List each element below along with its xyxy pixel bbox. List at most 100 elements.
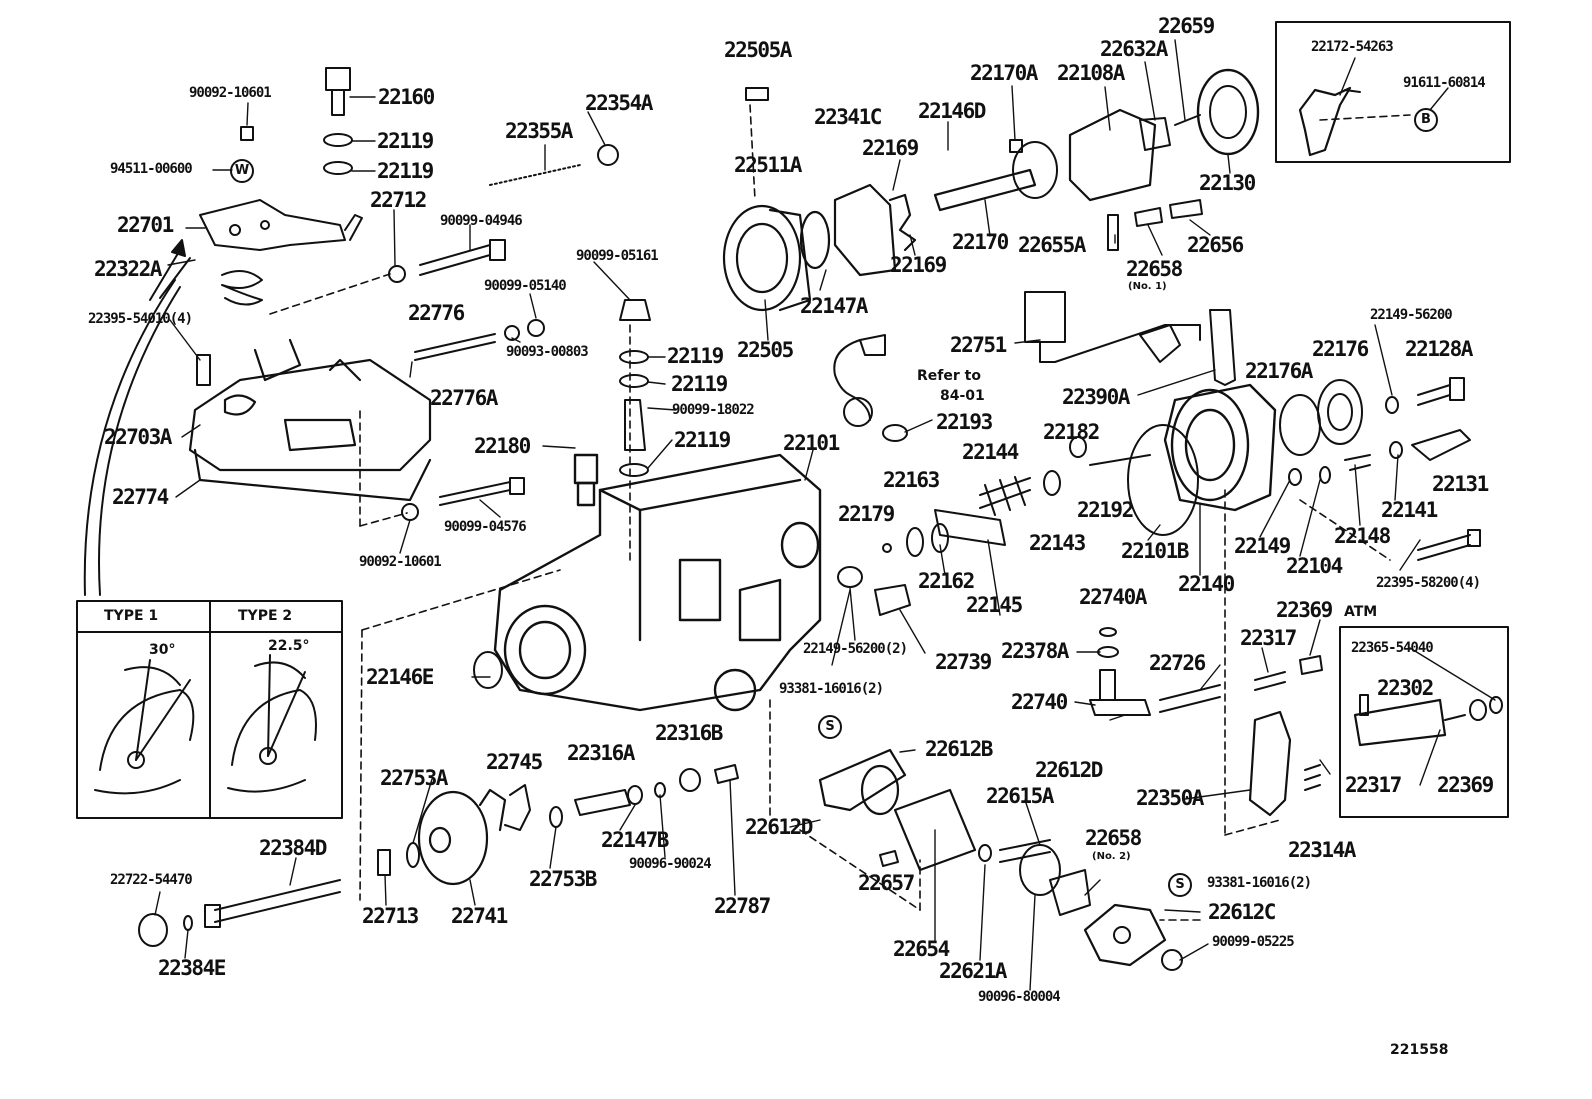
part-label: 22745 <box>486 750 543 774</box>
part-label: 22632A <box>1100 37 1168 61</box>
part-label: 22101B <box>1121 539 1189 563</box>
part-label: 22787 <box>714 894 771 918</box>
part-label: 22712 <box>370 188 427 212</box>
part-label: 22505 <box>737 338 794 362</box>
part-label: 22176 <box>1312 337 1369 361</box>
part-label: 22145 <box>966 593 1023 617</box>
refer-note-page: 84-01 <box>940 388 985 404</box>
part-label: 22146D <box>918 99 986 123</box>
small-part-label: 93381-16016(2) <box>779 681 884 697</box>
part-label: 22146E <box>366 665 434 689</box>
small-part-label: 90099-04946 <box>440 213 523 229</box>
part-label: 22753B <box>529 867 597 891</box>
small-part-label: 90096-80004 <box>978 989 1061 1005</box>
part-label: 22317 <box>1240 626 1297 650</box>
part-label: 22751 <box>950 333 1007 357</box>
part-label: 22741 <box>451 904 508 928</box>
small-part-label: 22395-58200(4) <box>1376 575 1481 591</box>
part-label: 22621A <box>939 959 1007 983</box>
type-1-label: TYPE 1 <box>104 608 159 624</box>
part-label: 22740 <box>1011 690 1068 714</box>
inset-frame-atm <box>1339 626 1509 818</box>
part-label: 22131 <box>1432 472 1489 496</box>
part-subnote: (No. 2) <box>1092 851 1131 862</box>
circled-letter-s-icon: S <box>1168 873 1192 897</box>
part-label: 22149 <box>1234 534 1291 558</box>
small-part-label: 90099-18022 <box>672 402 755 418</box>
small-part-label: 93381-16016(2) <box>1207 875 1312 891</box>
part-subnote: (No. 1) <box>1128 281 1167 292</box>
part-label: 22740A <box>1079 585 1147 609</box>
part-label: 22739 <box>935 650 992 674</box>
part-label: 22101 <box>783 431 840 455</box>
part-label: 22119 <box>674 428 731 452</box>
part-label: 22160 <box>378 85 435 109</box>
part-label: 22316B <box>655 721 723 745</box>
small-part-label: 22172-54263 <box>1311 39 1394 55</box>
part-label: 22147A <box>800 294 868 318</box>
part-label: 22369 <box>1276 598 1333 622</box>
part-label: 22169 <box>862 136 919 160</box>
part-label: 22302 <box>1377 676 1434 700</box>
part-label: 22170A <box>970 61 1038 85</box>
small-part-label: 94511-00600 <box>110 161 193 177</box>
angle-label: 22.5° <box>268 638 310 654</box>
part-label: 22726 <box>1149 651 1206 675</box>
part-label: 22119 <box>377 129 434 153</box>
small-part-label: 90092-10601 <box>189 85 272 101</box>
part-label: 22658 <box>1126 257 1183 281</box>
part-label: 22192 <box>1077 498 1134 522</box>
angle-label: 30° <box>149 642 176 658</box>
part-label: 22143 <box>1029 531 1086 555</box>
part-label: 22180 <box>474 434 531 458</box>
refer-note: Refer to <box>917 368 981 384</box>
part-label: 22141 <box>1381 498 1438 522</box>
small-part-label: 90099-04576 <box>444 519 527 535</box>
part-label: 22148 <box>1334 524 1391 548</box>
figure-number: 221558 <box>1390 1042 1449 1058</box>
circled-letter-w-icon: W <box>230 159 254 183</box>
part-label: 22612D <box>745 815 813 839</box>
part-label: 22193 <box>936 410 993 434</box>
part-label: 22179 <box>838 502 895 526</box>
type-2-label: TYPE 2 <box>238 608 293 624</box>
part-label: 22658 <box>1085 826 1142 850</box>
part-label: 22108A <box>1057 61 1125 85</box>
part-label: 22350A <box>1136 786 1204 810</box>
part-label: 22390A <box>1062 385 1130 409</box>
part-label: 22128A <box>1405 337 1473 361</box>
part-label: 22511A <box>734 153 802 177</box>
part-label: 22355A <box>505 119 573 143</box>
part-label: 22378A <box>1001 639 1069 663</box>
part-label: 22656 <box>1187 233 1244 257</box>
part-label: 22314A <box>1288 838 1356 862</box>
small-part-label: 90093-00803 <box>506 344 589 360</box>
small-part-label: 90099-05225 <box>1212 934 1295 950</box>
part-label: 22162 <box>918 569 975 593</box>
part-label: 22384E <box>158 956 226 980</box>
small-part-label: 90092-10601 <box>359 554 442 570</box>
part-label: 22776A <box>430 386 498 410</box>
small-part-label: 22395-54010(4) <box>88 311 193 327</box>
part-label: 22144 <box>962 440 1019 464</box>
part-label: 22615A <box>986 784 1054 808</box>
atm-label: ATM <box>1344 604 1378 620</box>
part-label: 22119 <box>377 159 434 183</box>
part-label: 22655A <box>1018 233 1086 257</box>
part-label: 22104 <box>1286 554 1343 578</box>
circled-letter-s-icon: S <box>818 715 842 739</box>
part-label: 22170 <box>952 230 1009 254</box>
part-label: 22316A <box>567 741 635 765</box>
small-part-label: 22149-56200 <box>1370 307 1453 323</box>
part-label: 22182 <box>1043 420 1100 444</box>
part-label: 22130 <box>1199 171 1256 195</box>
part-label: 22176A <box>1245 359 1313 383</box>
circled-letter-b-icon: B <box>1414 108 1438 132</box>
part-label: 22612D <box>1035 758 1103 782</box>
part-label: 22140 <box>1178 572 1235 596</box>
part-label: 22505A <box>724 38 792 62</box>
part-label: 22701 <box>117 213 174 237</box>
part-label: 22163 <box>883 468 940 492</box>
